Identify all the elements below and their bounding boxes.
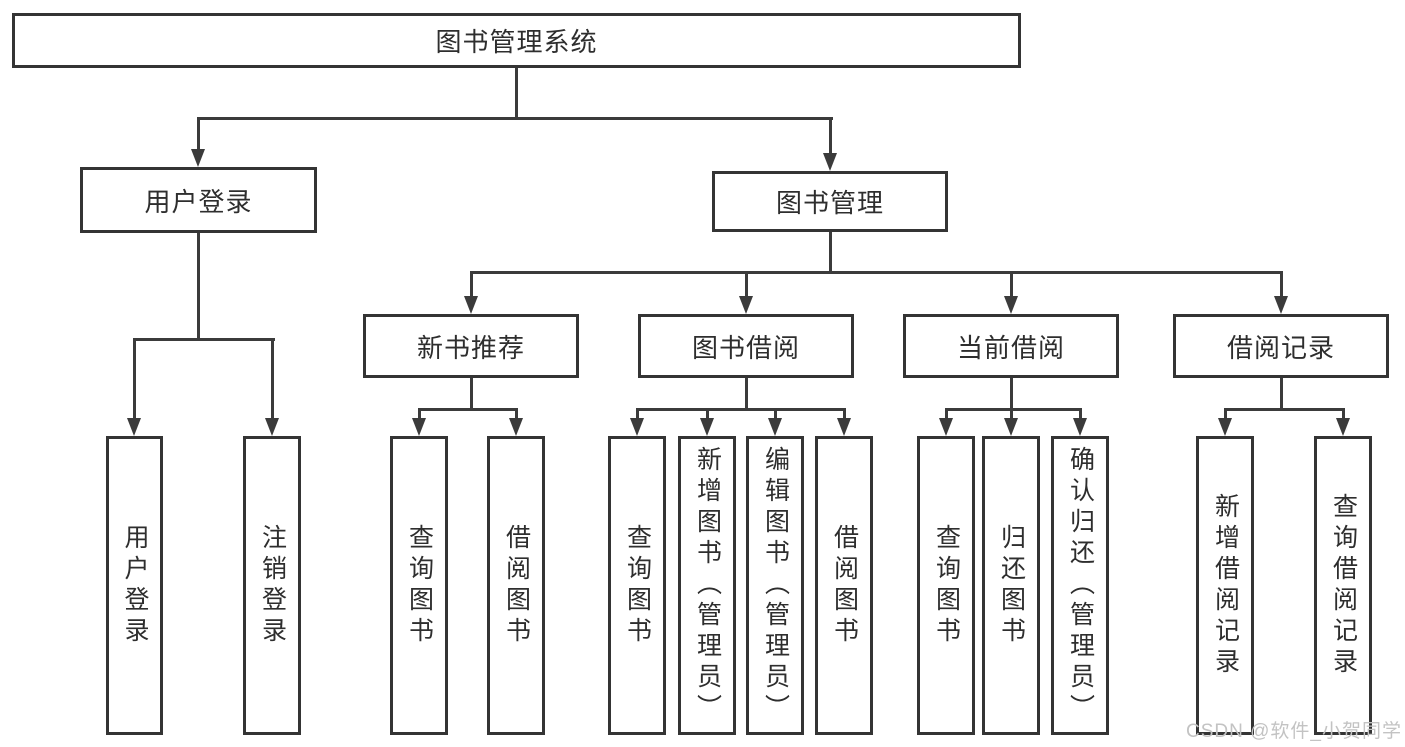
node-book-borrow: 图书借阅 — [638, 314, 854, 378]
node-borrow-records-label: 借阅记录 — [1226, 332, 1335, 363]
node-borrow-books-leaf: 借阅图书 — [815, 436, 873, 735]
node-query-books-recommend: 查询图书 — [390, 436, 448, 735]
node-query-books-current-label: 查询图书 — [932, 523, 961, 648]
node-confirm-return-admin-label: 确认归还（管理员） — [1066, 446, 1095, 725]
node-add-borrow-record-label: 新增借阅记录 — [1211, 492, 1240, 679]
connector-line — [829, 117, 832, 155]
arrow-down-icon — [191, 149, 205, 167]
node-book-management: 图书管理 — [712, 171, 948, 232]
connector-line — [1342, 408, 1345, 420]
node-confirm-return-admin: 确认归还（管理员） — [1051, 436, 1109, 735]
arrow-down-icon — [939, 418, 953, 436]
connector-line — [271, 338, 274, 420]
arrow-down-icon — [1218, 418, 1232, 436]
connector-line — [470, 378, 473, 409]
arrow-down-icon — [464, 296, 478, 314]
node-query-books-recommend-label: 查询图书 — [405, 523, 434, 648]
connector-line — [515, 68, 518, 118]
connector-line — [829, 232, 832, 272]
connector-line — [745, 271, 748, 298]
arrow-down-icon — [1073, 418, 1087, 436]
node-edit-book-admin: 编辑图书（管理员） — [746, 436, 804, 735]
node-borrow-books-recommend-label: 借阅图书 — [502, 523, 531, 648]
node-query-borrow-record-label: 查询借阅记录 — [1329, 492, 1358, 679]
connector-line — [197, 233, 200, 339]
connector-line — [515, 408, 518, 420]
arrow-down-icon — [1004, 418, 1018, 436]
arrow-down-icon — [1004, 296, 1018, 314]
connector-line — [133, 338, 136, 420]
node-library-system: 图书管理系统 — [12, 13, 1021, 68]
connector-line — [706, 408, 709, 420]
node-borrow-books-recommend: 借阅图书 — [487, 436, 545, 735]
watermark: CSDN @软件_小贺同学 — [1186, 721, 1402, 742]
arrow-down-icon — [630, 418, 644, 436]
connector-line — [1280, 271, 1283, 298]
arrow-down-icon — [265, 418, 279, 436]
node-current-borrow: 当前借阅 — [903, 314, 1119, 378]
connector-line — [636, 408, 639, 420]
node-query-books-borrow: 查询图书 — [608, 436, 666, 735]
connector-line — [945, 408, 948, 420]
node-return-books-label: 归还图书 — [997, 523, 1026, 648]
node-logout-label: 注销登录 — [258, 523, 287, 648]
node-current-borrow-label: 当前借阅 — [956, 332, 1065, 363]
connector-line — [1224, 408, 1344, 411]
node-user-login-label: 用户登录 — [144, 186, 253, 217]
connector-line — [418, 408, 421, 420]
node-borrow-records: 借阅记录 — [1173, 314, 1389, 378]
node-user-login-leaf: 用户登录 — [106, 436, 163, 735]
arrow-down-icon — [412, 418, 426, 436]
node-add-borrow-record: 新增借阅记录 — [1196, 436, 1254, 735]
connector-line — [745, 378, 748, 409]
connector-line — [1010, 408, 1013, 420]
node-query-books-current: 查询图书 — [917, 436, 975, 735]
node-return-books: 归还图书 — [982, 436, 1040, 735]
node-borrow-books-leaf-label: 借阅图书 — [830, 523, 859, 648]
arrow-down-icon — [127, 418, 141, 436]
node-user-login-leaf-label: 用户登录 — [121, 523, 149, 648]
connector-line — [470, 271, 1283, 274]
node-add-book-admin: 新增图书（管理员） — [678, 436, 736, 735]
arrow-down-icon — [700, 418, 714, 436]
node-logout: 注销登录 — [243, 436, 301, 735]
node-add-book-admin-label: 新增图书（管理员） — [693, 446, 722, 725]
connector-line — [133, 338, 275, 341]
connector-line — [1010, 378, 1013, 409]
connector-line — [636, 408, 846, 411]
arrow-down-icon — [823, 153, 837, 171]
arrow-down-icon — [739, 296, 753, 314]
node-user-login: 用户登录 — [80, 167, 317, 233]
node-query-borrow-record: 查询借阅记录 — [1314, 436, 1372, 735]
connector-line — [470, 271, 473, 298]
arrow-down-icon — [768, 418, 782, 436]
arrow-down-icon — [1274, 296, 1288, 314]
node-new-book-recommend-label: 新书推荐 — [416, 332, 525, 363]
connector-line — [418, 408, 518, 411]
connector-line — [843, 408, 846, 420]
node-query-books-borrow-label: 查询图书 — [623, 523, 652, 648]
arrow-down-icon — [1336, 418, 1350, 436]
connector-line — [197, 117, 833, 120]
connector-line — [774, 408, 777, 420]
connector-line — [1224, 408, 1227, 420]
connector-line — [197, 117, 200, 151]
connector-line — [1280, 378, 1283, 409]
node-library-system-label: 图书管理系统 — [435, 27, 598, 57]
connector-line — [1079, 408, 1082, 420]
arrow-down-icon — [509, 418, 523, 436]
connector-line — [945, 408, 1082, 411]
node-book-management-label: 图书管理 — [775, 188, 884, 218]
connector-line — [1010, 271, 1013, 298]
node-edit-book-admin-label: 编辑图书（管理员） — [761, 446, 790, 725]
node-book-borrow-label: 图书借阅 — [691, 332, 800, 363]
arrow-down-icon — [837, 418, 851, 436]
node-new-book-recommend: 新书推荐 — [363, 314, 579, 378]
